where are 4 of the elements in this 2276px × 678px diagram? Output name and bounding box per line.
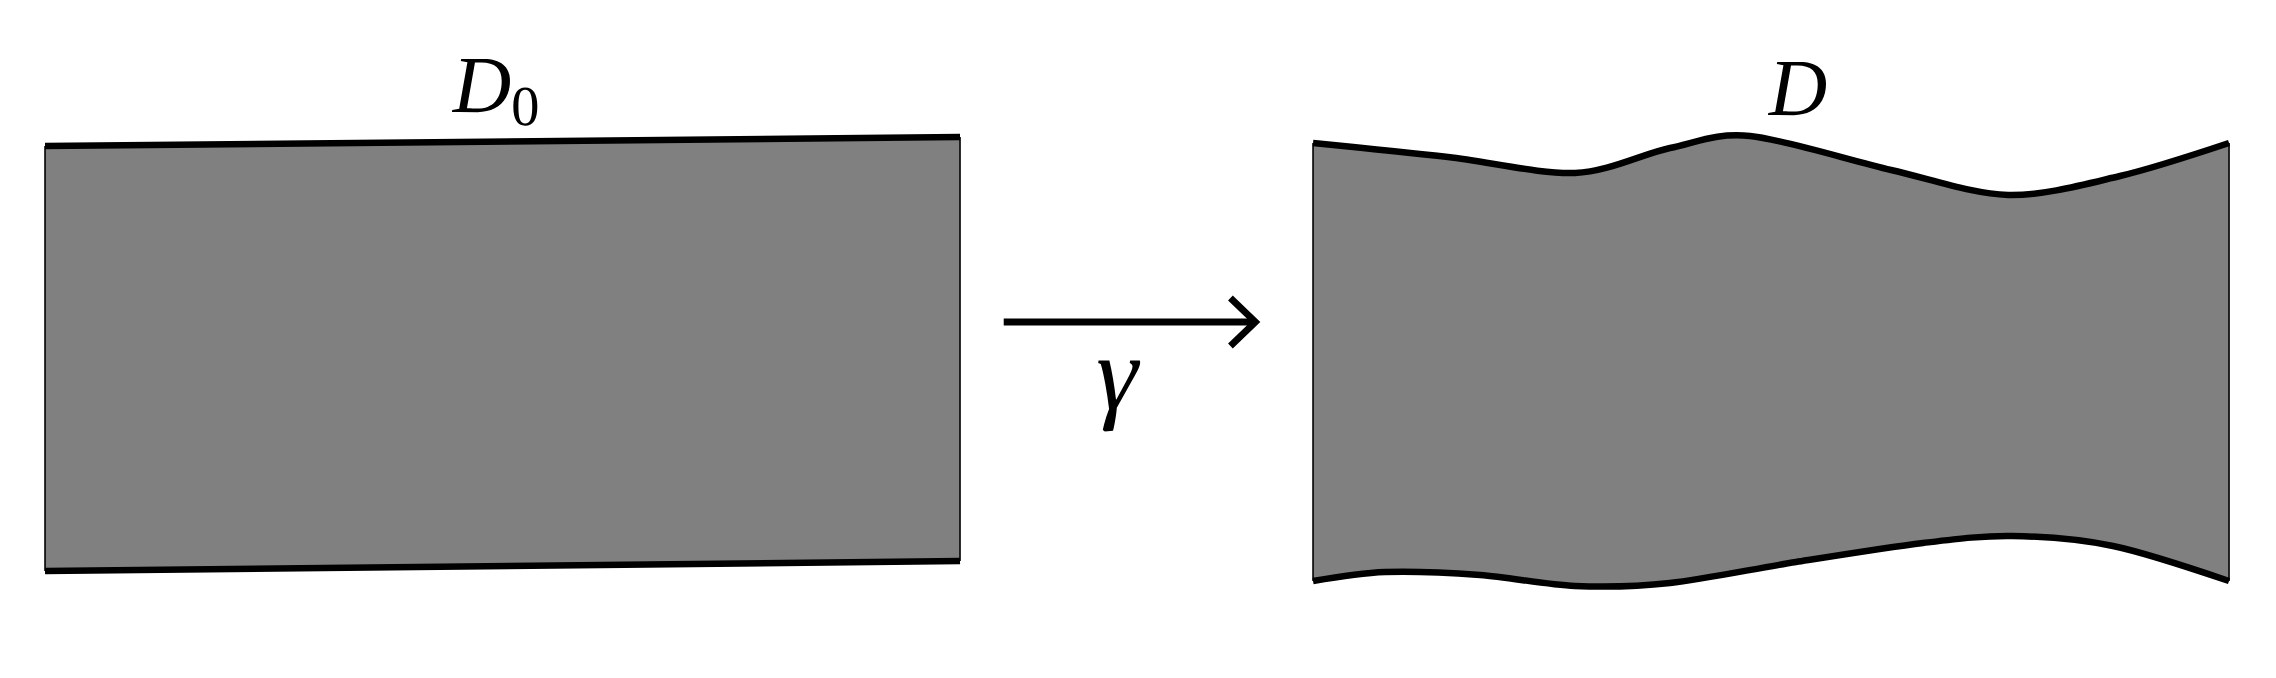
arrow [1003,295,1261,349]
region-label: D$_{0}$ [451,59,538,126]
edge-label: γ [1098,360,1141,432]
region-label: D [1767,62,1826,116]
